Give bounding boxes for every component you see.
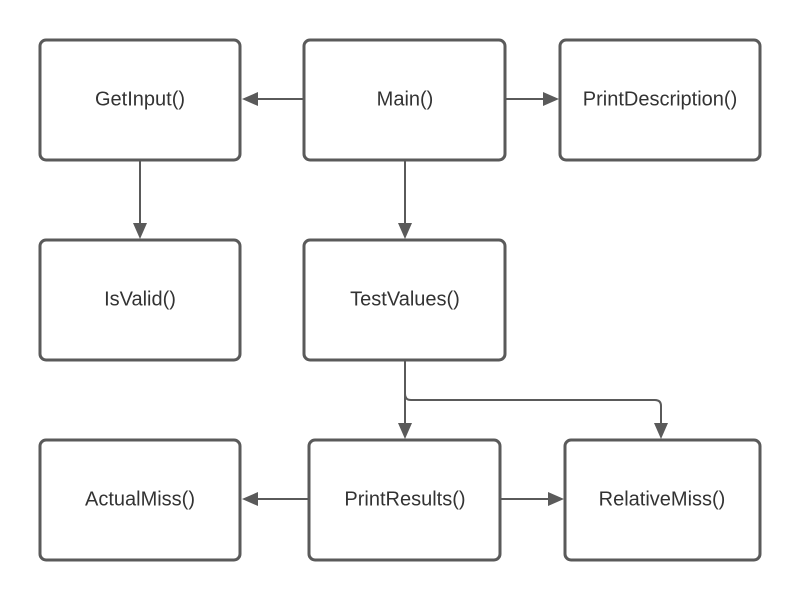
node-print-results-label: PrintResults() [344, 488, 465, 510]
node-print-description: PrintDescription() [558, 38, 762, 162]
node-is-valid: IsValid() [38, 238, 242, 362]
node-print-results: PrintResults() [307, 438, 502, 562]
node-is-valid-label: IsValid() [104, 288, 176, 310]
edge-print-results-to-actual-miss [242, 492, 309, 506]
node-actual-miss-label: ActualMiss() [85, 488, 195, 510]
edge-main-to-print-description [505, 92, 559, 106]
node-test-values-label: TestValues() [350, 288, 460, 310]
node-relative-miss-label: RelativeMiss() [599, 488, 726, 510]
node-print-description-label: PrintDescription() [583, 88, 737, 110]
edges [133, 92, 668, 506]
node-actual-miss: ActualMiss() [38, 438, 242, 562]
edge-main-to-test-values [398, 160, 412, 239]
node-relative-miss: RelativeMiss() [563, 438, 762, 562]
node-main-label: Main() [377, 88, 434, 110]
edge-print-results-to-relative-miss [500, 492, 564, 506]
node-test-values: TestValues() [302, 238, 507, 362]
node-get-input: GetInput() [38, 38, 242, 162]
edge-test-values-to-relative-miss [404, 360, 668, 439]
node-get-input-label: GetInput() [95, 88, 185, 110]
edge-main-to-get-input [242, 92, 304, 106]
edge-get-input-to-is-valid [133, 160, 147, 239]
node-main: Main() [302, 38, 507, 162]
